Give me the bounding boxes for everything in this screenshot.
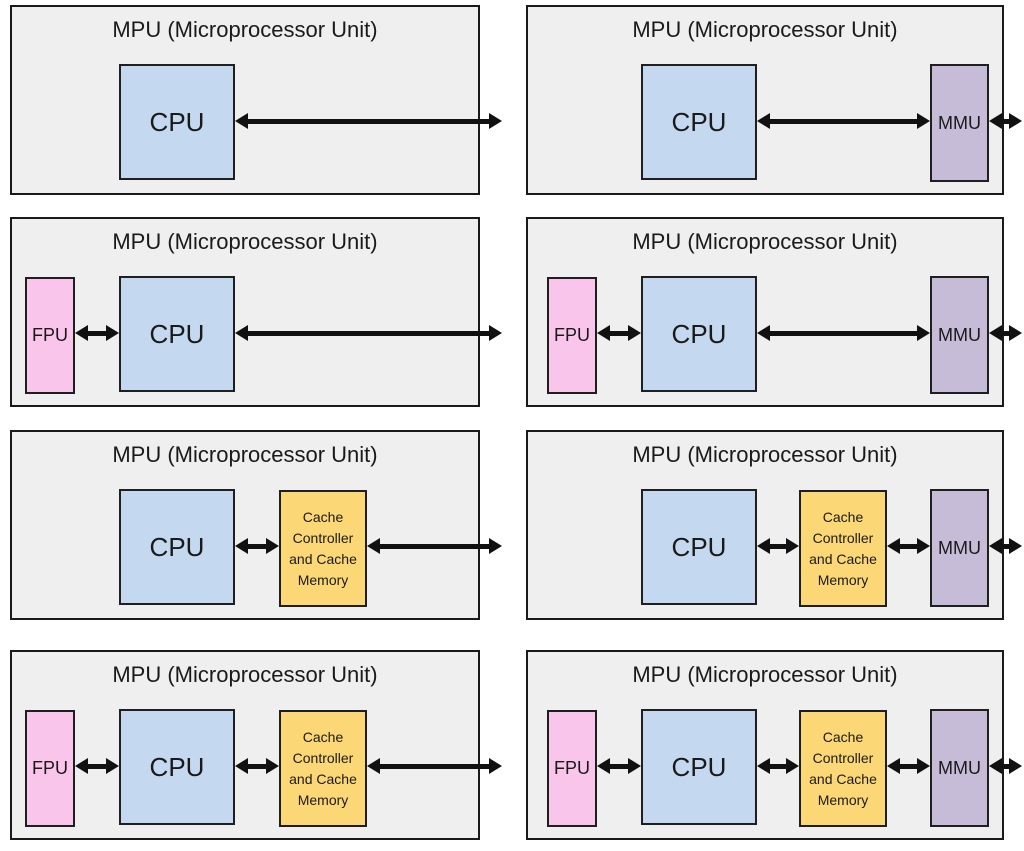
- mmu-block: MMU: [930, 709, 989, 827]
- cache-block: Cache Controller and Cache Memory: [279, 710, 367, 827]
- mpu-panel-title: MPU (Microprocessor Unit): [112, 662, 378, 687]
- cache-mmu-bus-arrow: [887, 538, 930, 554]
- cpu-block: CPU: [119, 709, 235, 825]
- cache-label: Cache Controller and Cache Memory: [289, 728, 357, 808]
- mmu-label: MMU: [938, 324, 981, 345]
- mpu-panel-title: MPU (Microprocessor Unit): [112, 17, 378, 42]
- mpu-panel-fpu-cpu-mmu: MPU (Microprocessor Unit) FPU CPU MMU: [526, 217, 1022, 407]
- fpu-block: FPU: [547, 710, 597, 827]
- cpu-cache-bus-arrow: [757, 538, 799, 554]
- cache-mmu-bus-arrow: [887, 758, 930, 774]
- fpu-block: FPU: [25, 710, 75, 827]
- fpu-cpu-bus-arrow: [597, 758, 641, 774]
- mpu-panel-fpu-cpu: MPU (Microprocessor Unit) FPU CPU: [10, 217, 502, 407]
- mmu-external-bus-arrow: [989, 113, 1022, 129]
- mmu-label: MMU: [938, 757, 981, 778]
- fpu-label: FPU: [32, 758, 68, 778]
- mpu-panel-title: MPU (Microprocessor Unit): [112, 229, 378, 254]
- cpu-cache-bus-arrow: [235, 758, 279, 774]
- cpu-block: CPU: [641, 489, 757, 605]
- cpu-block: CPU: [119, 64, 235, 180]
- mpu-panel-title: MPU (Microprocessor Unit): [632, 17, 898, 42]
- cache-block: Cache Controller and Cache Memory: [799, 710, 887, 827]
- cache-block: Cache Controller and Cache Memory: [799, 490, 887, 607]
- mmu-block: MMU: [930, 64, 989, 182]
- mpu-panel-title: MPU (Microprocessor Unit): [632, 662, 898, 687]
- fpu-block: FPU: [25, 277, 75, 394]
- fpu-block: FPU: [547, 277, 597, 394]
- cpu-label: CPU: [149, 106, 205, 137]
- mmu-block: MMU: [930, 276, 989, 394]
- fpu-label: FPU: [554, 325, 590, 345]
- cache-label: Cache Controller and Cache Memory: [809, 728, 877, 808]
- cpu-label: CPU: [671, 318, 727, 349]
- cpu-block: CPU: [119, 489, 235, 605]
- mmu-external-bus-arrow: [989, 758, 1022, 774]
- cpu-block: CPU: [641, 276, 757, 392]
- fpu-label: FPU: [32, 325, 68, 345]
- cpu-label: CPU: [671, 531, 727, 562]
- mpu-panel-cpu-cache-mmu: MPU (Microprocessor Unit) CPU Cache Cont…: [526, 430, 1022, 620]
- cache-external-bus-arrow: [367, 758, 502, 774]
- cache-label: Cache Controller and Cache Memory: [289, 508, 357, 588]
- cpu-cache-bus-arrow: [757, 758, 799, 774]
- cpu-mmu-bus-arrow: [757, 325, 930, 341]
- cpu-external-bus-arrow: [235, 325, 502, 341]
- mpu-panel-cpu-cache: MPU (Microprocessor Unit) CPU Cache Cont…: [10, 430, 502, 620]
- mpu-panel-title: MPU (Microprocessor Unit): [632, 229, 898, 254]
- cache-block: Cache Controller and Cache Memory: [279, 490, 367, 607]
- mmu-external-bus-arrow: [989, 538, 1022, 554]
- cpu-block: CPU: [641, 64, 757, 180]
- cpu-block: CPU: [119, 276, 235, 392]
- cpu-external-bus-arrow: [235, 113, 502, 129]
- mpu-panel-cpu: MPU (Microprocessor Unit) CPU: [10, 5, 502, 195]
- cpu-label: CPU: [149, 751, 205, 782]
- mmu-label: MMU: [938, 537, 981, 558]
- mpu-panel-fpu-cpu-cache-mmu: MPU (Microprocessor Unit) FPU CPU Cache …: [526, 650, 1022, 840]
- mmu-block: MMU: [930, 489, 989, 607]
- fpu-cpu-bus-arrow: [597, 325, 641, 341]
- cpu-mmu-bus-arrow: [757, 113, 930, 129]
- mpu-panel-cpu-mmu: MPU (Microprocessor Unit) CPU MMU: [526, 5, 1022, 195]
- fpu-cpu-bus-arrow: [75, 758, 119, 774]
- cpu-cache-bus-arrow: [235, 538, 279, 554]
- cpu-label: CPU: [149, 531, 205, 562]
- mpu-panel-title: MPU (Microprocessor Unit): [112, 442, 378, 467]
- cache-external-bus-arrow: [367, 538, 502, 554]
- mmu-external-bus-arrow: [989, 325, 1022, 341]
- mpu-panel-title: MPU (Microprocessor Unit): [632, 442, 898, 467]
- cpu-label: CPU: [671, 751, 727, 782]
- cache-label: Cache Controller and Cache Memory: [809, 508, 877, 588]
- mpu-panel-fpu-cpu-cache: MPU (Microprocessor Unit) FPU CPU Cache …: [10, 650, 502, 840]
- mmu-label: MMU: [938, 112, 981, 133]
- fpu-label: FPU: [554, 758, 590, 778]
- fpu-cpu-bus-arrow: [75, 325, 119, 341]
- cpu-label: CPU: [149, 318, 205, 349]
- cpu-label: CPU: [671, 106, 727, 137]
- cpu-block: CPU: [641, 709, 757, 825]
